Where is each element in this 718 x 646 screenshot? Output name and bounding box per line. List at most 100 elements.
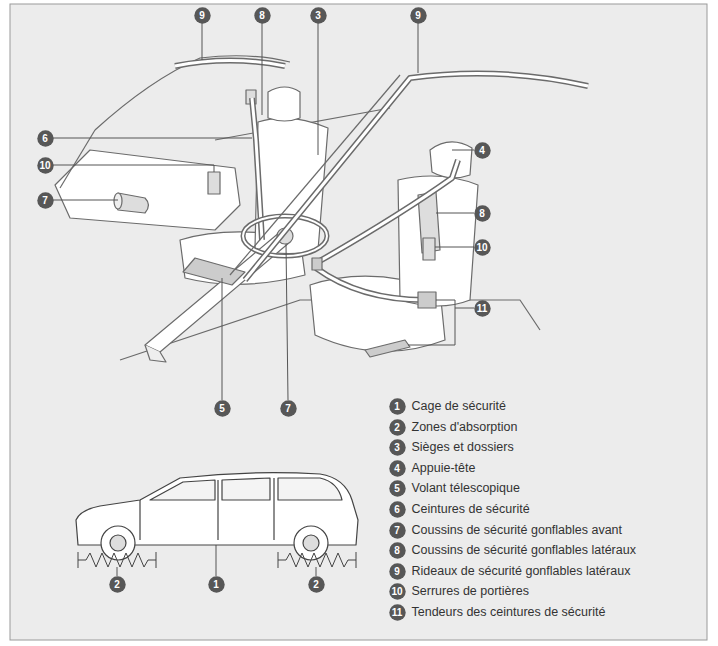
callout-badge: 2	[109, 576, 126, 593]
callout-badge: 10	[37, 157, 54, 174]
callout-circle	[389, 522, 405, 538]
callout-number: 2	[109, 576, 126, 593]
callout-circle	[208, 576, 224, 592]
seat-belt	[316, 268, 425, 300]
callout-number: 10	[389, 583, 406, 600]
legend-entry: 2Zones d'absorption	[389, 419, 518, 436]
leader-line	[286, 244, 288, 400]
callout-circle	[254, 7, 270, 23]
callout-number: 5	[214, 400, 231, 417]
legend-text: Coussins de sécurité gonflables avant	[412, 523, 623, 537]
legend-entry: 6Ceintures de sécurité	[389, 501, 530, 518]
callout-number: 9	[410, 7, 427, 24]
legend-text: Volant télescopique	[412, 481, 520, 495]
callout-circle	[389, 501, 405, 517]
callout-badge: 1	[389, 398, 406, 415]
telescopic-block	[183, 258, 245, 285]
door-frame	[60, 130, 95, 188]
callout-badge: 6	[37, 130, 54, 147]
callout-circle	[308, 576, 324, 592]
legend-entry: 1Cage de sécurité	[389, 398, 507, 415]
callout-number: 6	[37, 130, 54, 147]
legend-entry: 5 Volant télescopique	[389, 480, 520, 497]
leader-line	[202, 23, 203, 60]
callout-badge: 5	[389, 480, 406, 497]
callout-circle	[474, 142, 490, 158]
leader-line	[418, 23, 419, 73]
callout-number: 6	[389, 501, 406, 518]
callout-number: 7	[389, 522, 406, 539]
pillar-line	[230, 75, 400, 275]
callout-number: 1	[389, 398, 406, 415]
car-wheel	[101, 526, 135, 560]
callout-badge: 8	[474, 205, 491, 222]
callout-badge: 5	[214, 400, 231, 417]
callout-number: 4	[474, 142, 491, 159]
callout-circle	[389, 398, 405, 414]
spring-symbol	[78, 552, 156, 568]
leader-line	[262, 23, 263, 115]
callout-badge: 10	[474, 239, 491, 256]
callout-badge: 9	[410, 7, 427, 24]
callout-badge: 2	[389, 419, 406, 436]
callout-circle	[474, 239, 490, 255]
leader-line	[318, 23, 319, 155]
legend-entry: 3Sièges et dossiers	[389, 439, 514, 456]
callout-number: 10	[37, 157, 54, 174]
legend-text: Serrures de portières	[412, 584, 529, 598]
door-latch	[423, 238, 435, 260]
seat-back	[398, 176, 478, 306]
callout-number: 7	[280, 400, 297, 417]
callout-circle	[280, 400, 296, 416]
leader-line	[53, 138, 252, 139]
leader-line	[436, 213, 474, 214]
callout-number: 9	[194, 7, 211, 24]
steering-wheel	[243, 216, 327, 256]
callout-badge: 4	[389, 460, 406, 477]
callout-circle	[389, 419, 405, 435]
leader-line	[53, 165, 214, 172]
crumple-zones	[78, 552, 356, 568]
callout-badge: 3	[310, 7, 327, 24]
leader-line	[216, 545, 217, 576]
callout-number: 6	[37, 130, 54, 147]
leader-line	[222, 278, 223, 400]
callout-circle	[389, 583, 405, 599]
callout-number: 7	[37, 192, 54, 209]
legend-text: Appuie-tête	[412, 461, 476, 475]
car-wheel	[294, 526, 328, 560]
callout-number: 10	[474, 239, 491, 256]
door-latch	[208, 172, 220, 194]
callout-number: 9	[194, 7, 211, 24]
callout-number: 8	[254, 7, 271, 24]
callout-circle	[214, 400, 230, 416]
callout-number: 11	[474, 300, 491, 317]
callout-circle	[474, 205, 490, 221]
leader-line	[117, 567, 118, 576]
front-airbag	[114, 193, 122, 209]
legend-entry: 9Rideaux de sécurité gonflables latéraux	[389, 563, 631, 580]
callout-badge: 8	[254, 7, 271, 24]
callout-circle	[474, 300, 490, 316]
callout-badge: 8	[389, 542, 406, 559]
callout-circle	[410, 7, 426, 23]
callout-badge: 1	[208, 576, 225, 593]
callout-circle	[389, 542, 405, 558]
car-wheel	[110, 535, 126, 551]
callout-badge: 6	[389, 501, 406, 518]
legend-entry: 10 Serrures de portières	[389, 583, 529, 600]
legend-entry: 7 Coussins de sécurité gonflables avant	[389, 522, 623, 539]
callout-number: 5	[389, 480, 406, 497]
callout-number: 4	[474, 142, 491, 159]
callout-circle	[389, 604, 405, 620]
front-airbag	[115, 193, 149, 213]
callout-number: 2	[308, 576, 325, 593]
callout-number: 4	[389, 460, 406, 477]
legend-text: Rideaux de sécurité gonflables latéraux	[412, 564, 631, 578]
callout-circle	[389, 439, 405, 455]
spring-symbol	[278, 552, 356, 568]
door-panel	[55, 150, 240, 230]
car-window	[222, 478, 270, 500]
callout-number: 3	[389, 439, 406, 456]
car-window	[278, 478, 342, 500]
